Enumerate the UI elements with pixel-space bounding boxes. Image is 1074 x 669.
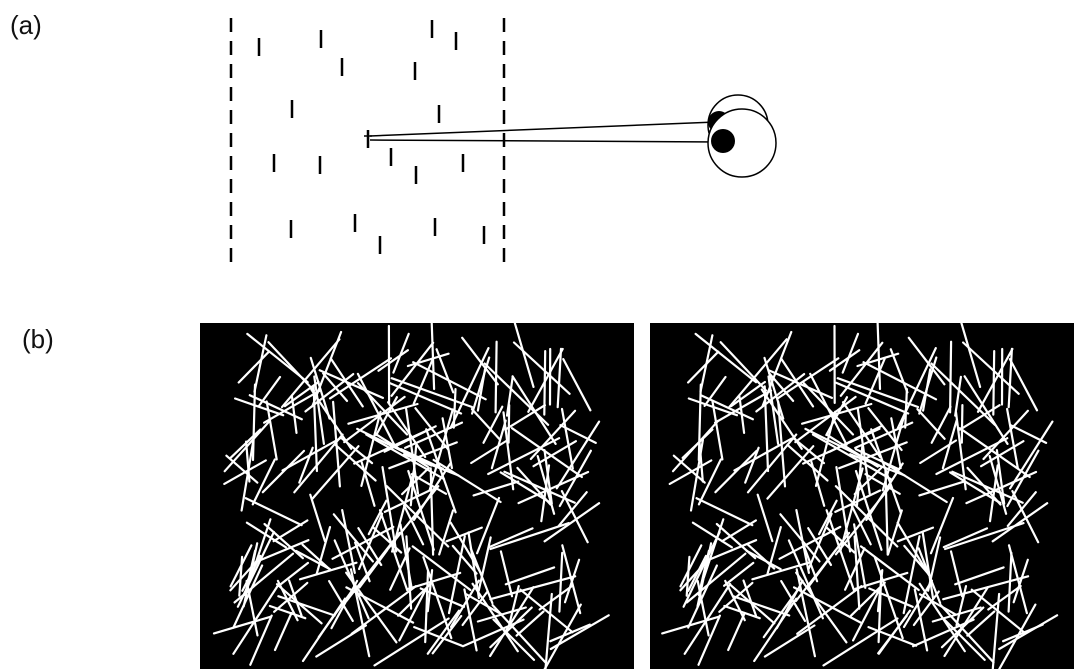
short-segments-group bbox=[259, 20, 484, 254]
random-line bbox=[962, 405, 963, 443]
random-line bbox=[509, 405, 510, 443]
eye-front bbox=[708, 109, 776, 177]
stereo-image-left bbox=[200, 322, 634, 669]
random-line bbox=[496, 342, 497, 413]
sight-line-lower bbox=[370, 140, 720, 142]
target-segment bbox=[364, 130, 372, 148]
stereo-image-right bbox=[650, 322, 1074, 669]
panel-a-diagram bbox=[231, 18, 776, 262]
sight-line-upper bbox=[370, 122, 716, 136]
random-line bbox=[950, 342, 951, 413]
